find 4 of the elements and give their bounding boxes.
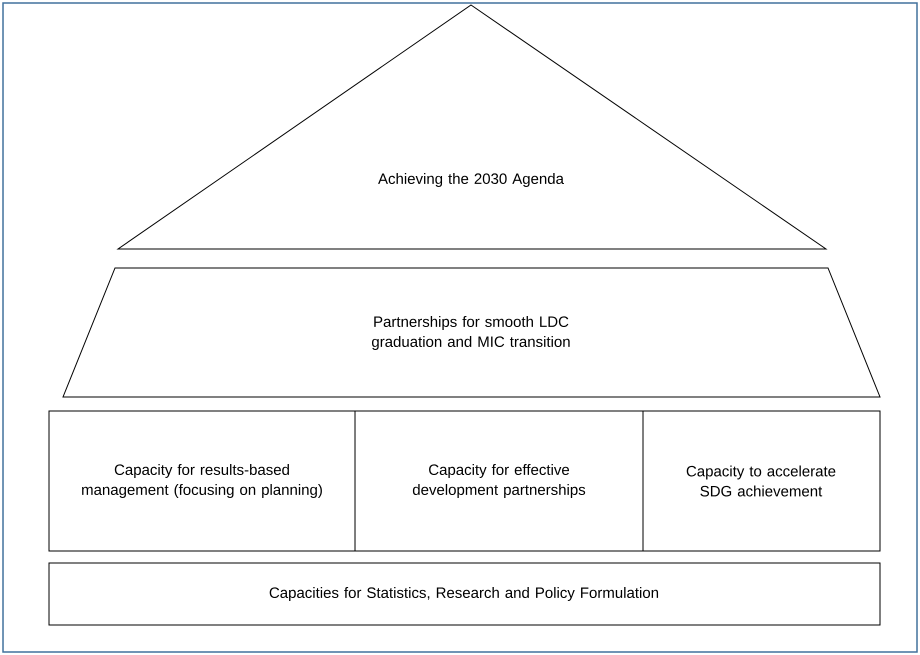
process-box: Capacity for results-based management (focusing on planning) (48, 410, 356, 552)
process-box: Capacities for Statistics, Research and Policy Formulation (48, 562, 880, 626)
process-box: Capacity to accelerate SDG achievement (642, 410, 880, 552)
process-box: Capacity for effective development partnerships (354, 410, 644, 552)
